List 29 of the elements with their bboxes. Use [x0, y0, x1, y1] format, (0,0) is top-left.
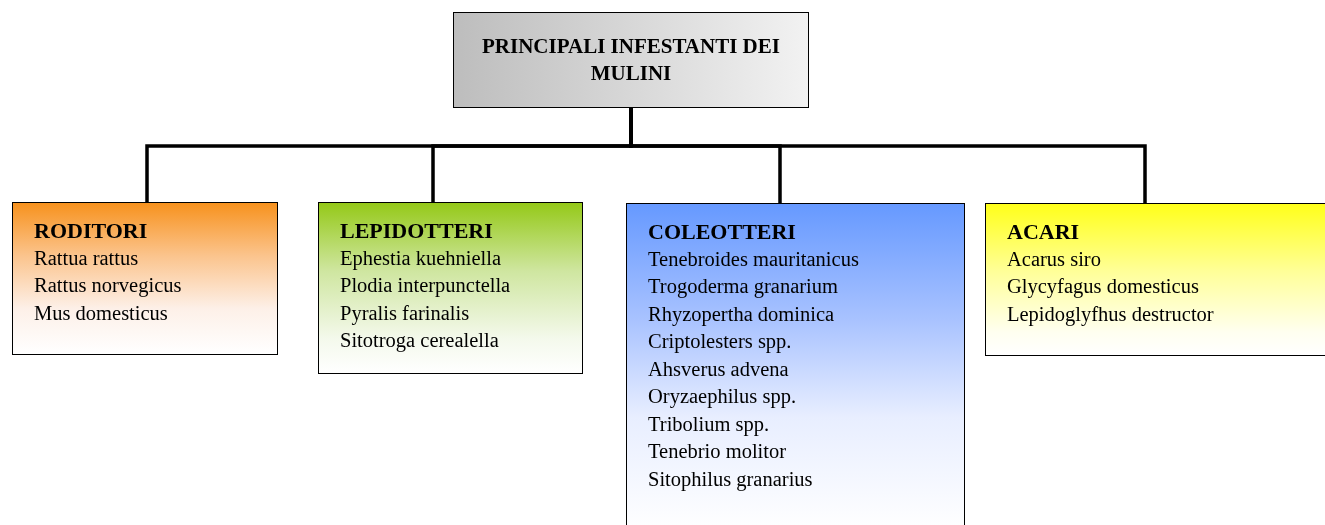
- species-name: Rhyzopertha dominica: [648, 301, 836, 328]
- species-name: Tenebrio molitor: [648, 439, 788, 464]
- species-name: Tenebroides mauritanicus: [648, 246, 860, 272]
- title-text: PRINCIPALI INFESTANTI DEI MULINI: [481, 33, 781, 87]
- category-heading: ACARI: [1007, 218, 1081, 246]
- species-name: Trogoderma granarium: [648, 274, 839, 300]
- species-name: Glycyfagus domesticus: [1007, 274, 1200, 300]
- species-name: Ahsverus advena: [648, 356, 790, 382]
- species-name: Tribolium spp.: [648, 411, 771, 438]
- species-name: Acarus siro: [1007, 246, 1102, 272]
- species-name: Rattus norvegicus: [34, 273, 183, 299]
- species-name: Criptolesters spp.: [648, 329, 793, 355]
- category-box: [12, 202, 278, 355]
- species-name: Mus domesticus: [34, 300, 169, 326]
- species-name: Sitophilus granarius: [648, 466, 814, 493]
- species-name: Sitotroga cerealella: [340, 328, 500, 354]
- title-box: [453, 12, 809, 108]
- category-heading: RODITORI: [34, 217, 149, 245]
- species-name: Lepidoglyfhus destructor: [1007, 301, 1215, 328]
- category-box: [985, 203, 1325, 356]
- species-name: Ephestia kuehniella: [340, 245, 503, 272]
- species-name: Oryzaephilus spp.: [648, 384, 798, 410]
- species-name: Plodia interpunctella: [340, 273, 512, 299]
- category-heading: LEPIDOTTERI: [340, 217, 494, 245]
- category-box: [626, 203, 965, 525]
- category-heading: COLEOTTERI: [648, 218, 797, 246]
- species-name: Pyralis farinalis: [340, 300, 471, 327]
- category-box: [318, 202, 583, 374]
- species-name: Rattua rattus: [34, 245, 140, 271]
